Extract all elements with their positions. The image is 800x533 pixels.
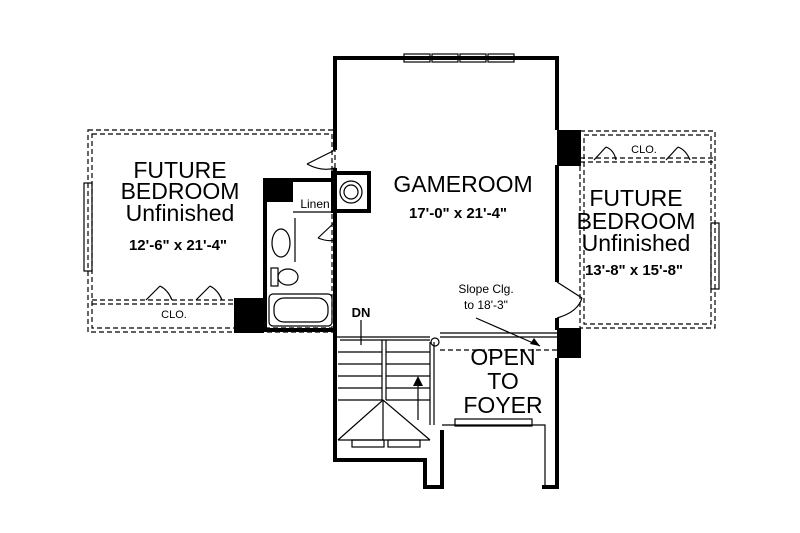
stairs-down-label: DN bbox=[352, 305, 371, 320]
slope-ceiling-note: Slope Clg. to 18'-3" bbox=[458, 282, 513, 312]
slope-line1: Slope Clg. bbox=[458, 282, 513, 296]
open-line1: OPEN bbox=[470, 344, 535, 370]
linen-label: Linen bbox=[300, 197, 329, 211]
stairs-foyer bbox=[333, 317, 559, 489]
open-line3: FOYER bbox=[463, 392, 542, 418]
right-bedroom-size: 13'-8" x 15'-8" bbox=[585, 262, 683, 279]
left-bedroom-line3: Unfinished bbox=[126, 200, 235, 226]
gameroom-label: GAMEROOM 17'-0" x 21'-4" bbox=[393, 171, 532, 222]
left-closet-label: CLO. bbox=[161, 309, 187, 321]
left-bedroom-line1: FUTURE bbox=[133, 157, 226, 183]
open-to-foyer-label: OPEN TO FOYER bbox=[463, 344, 542, 418]
left-bedroom-size: 12'-6" x 21'-4" bbox=[129, 237, 227, 254]
left-bedroom-line2: BEDROOM bbox=[121, 178, 240, 204]
right-bedroom-line2: BEDROOM bbox=[577, 208, 696, 234]
open-line2: TO bbox=[487, 368, 519, 394]
slope-line2: to 18'-3" bbox=[464, 298, 508, 312]
gameroom-name: GAMEROOM bbox=[393, 171, 532, 197]
left-bedroom-label: FUTURE BEDROOM Unfinished 12'-6" x 21'-4… bbox=[121, 157, 240, 254]
right-bedroom-outline bbox=[579, 130, 720, 329]
right-bedroom-line3: Unfinished bbox=[582, 230, 691, 256]
bathroom bbox=[263, 149, 371, 332]
right-bedroom-label: FUTURE BEDROOM Unfinished 13'-8" x 15'-8… bbox=[577, 185, 696, 279]
right-bedroom-line1: FUTURE bbox=[589, 185, 682, 211]
gameroom-size: 17'-0" x 21'-4" bbox=[409, 205, 507, 222]
right-closet-label: CLO. bbox=[631, 144, 657, 156]
left-bedroom-outline bbox=[83, 129, 336, 333]
gameroom-walls bbox=[333, 53, 583, 358]
